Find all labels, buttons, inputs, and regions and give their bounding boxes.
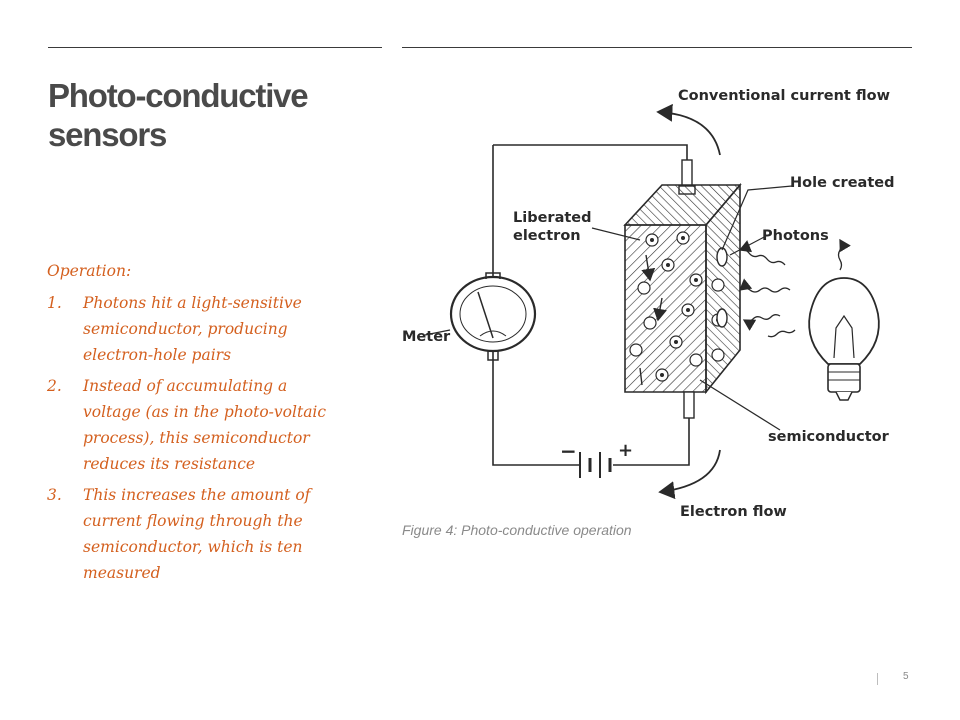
- footer-separator: [877, 673, 878, 685]
- label-photons: Photons: [762, 228, 829, 244]
- top-rule-left: [48, 47, 382, 48]
- step-number: 2.: [47, 377, 62, 395]
- semiconductor-block: [623, 159, 742, 419]
- step-text: Instead of accumulating a voltage (as in…: [83, 377, 327, 473]
- battery-icon: [579, 452, 612, 478]
- light-bulb-icon: [808, 277, 880, 401]
- step-item: 3. This increases the amount of current …: [47, 482, 347, 586]
- photo-conductive-diagram: Conventional current flow Hole created L…: [400, 80, 900, 520]
- steps-list: 1. Photons hit a light-sensitive semicon…: [47, 290, 347, 586]
- label-electron: electron: [513, 228, 581, 244]
- step-text: Photons hit a light-sensitive semiconduc…: [83, 294, 302, 364]
- step-number: 3.: [47, 486, 62, 504]
- step-text: This increases the amount of current flo…: [83, 486, 311, 582]
- label-semiconductor: semiconductor: [768, 429, 890, 445]
- photon-rays: [738, 238, 851, 338]
- step-item: 1. Photons hit a light-sensitive semicon…: [47, 290, 347, 368]
- diagram-svg: Conventional current flow Hole created L…: [402, 88, 894, 520]
- label-conventional-current: Conventional current flow: [678, 88, 890, 104]
- operation-section: Operation: 1. Photons hit a light-sensit…: [47, 258, 347, 591]
- page-number: 5: [903, 671, 909, 682]
- label-plus: +: [618, 440, 633, 461]
- figure-caption: Figure 4: Photo-conductive operation: [402, 522, 632, 538]
- slide-title: Photo-conductive sensors: [48, 77, 309, 153]
- callout-lines: [424, 185, 793, 431]
- label-liberated: Liberated: [513, 210, 592, 226]
- operation-heading: Operation:: [47, 262, 132, 280]
- label-meter: Meter: [402, 329, 451, 345]
- meter-icon: [449, 272, 537, 361]
- label-minus: −: [560, 439, 577, 463]
- label-electron-flow: Electron flow: [680, 504, 787, 520]
- step-item: 2. Instead of accumulating a voltage (as…: [47, 373, 347, 477]
- label-hole-created: Hole created: [790, 175, 894, 191]
- top-rule-right: [402, 47, 912, 48]
- flow-arrows: [656, 103, 721, 500]
- step-number: 1.: [47, 294, 62, 312]
